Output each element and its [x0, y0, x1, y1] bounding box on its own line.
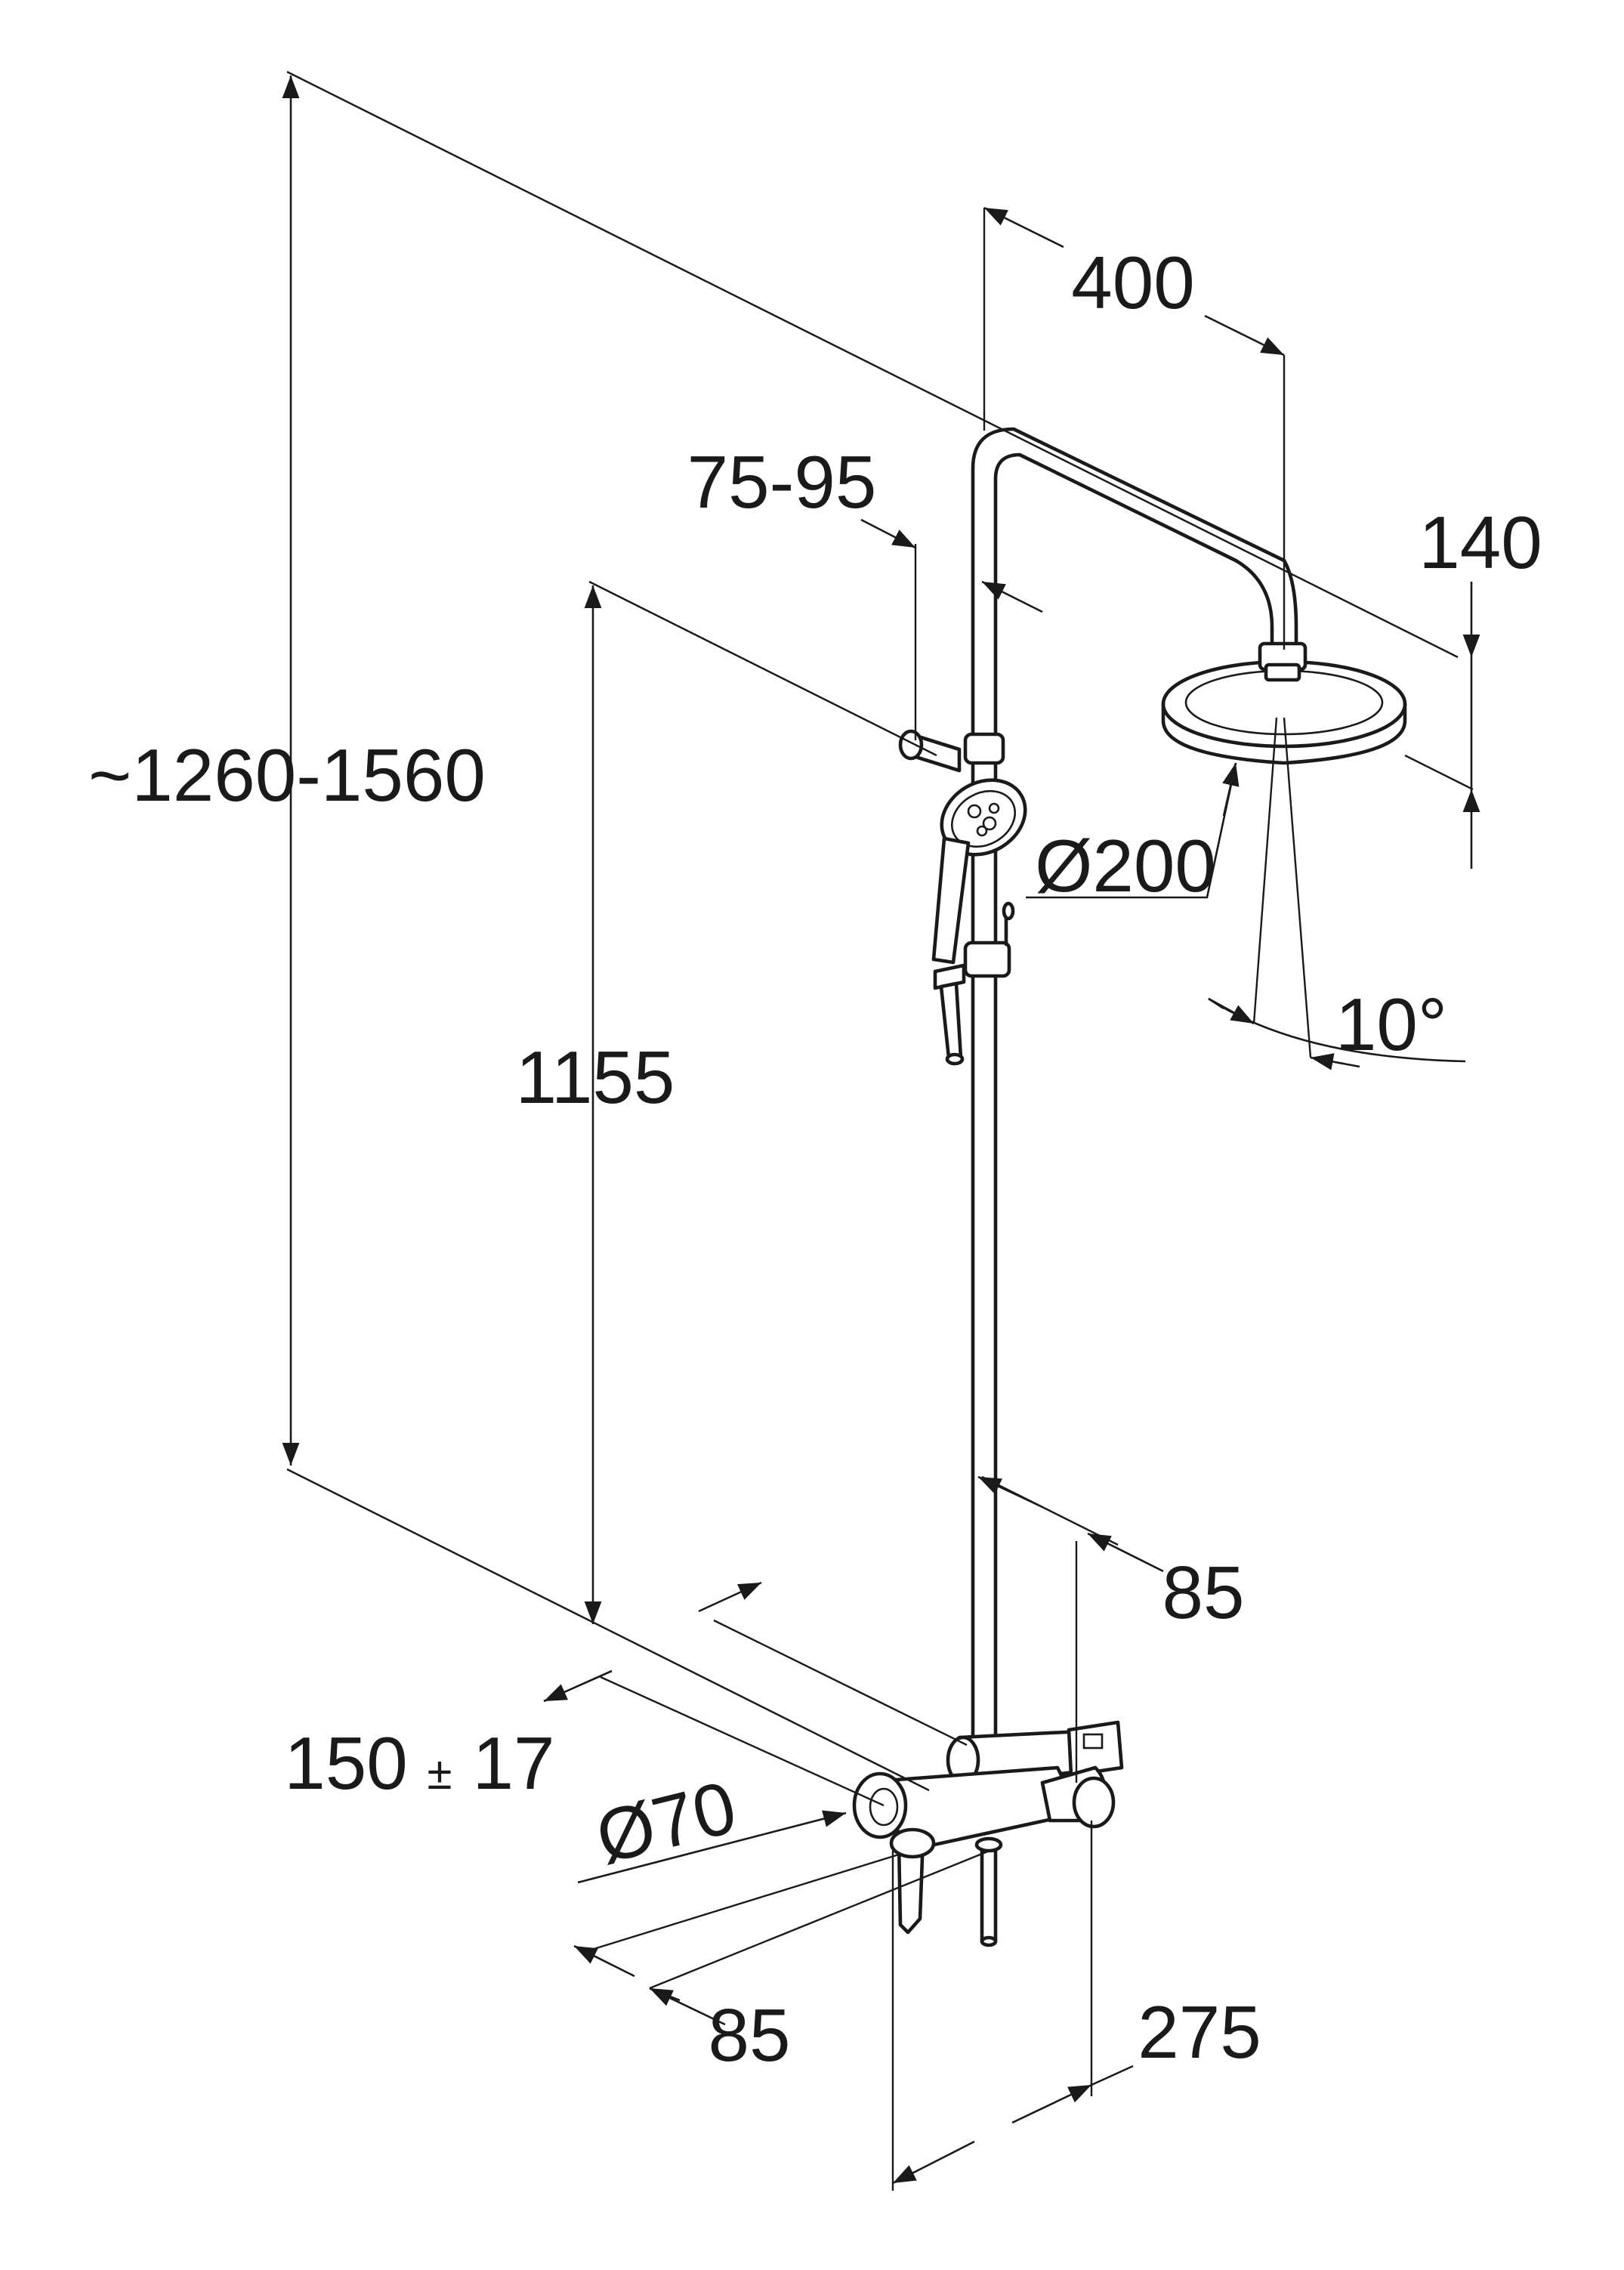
inlet-spacing-value: 150 [284, 1722, 408, 1805]
dimension-mixer-width: 275 [891, 1821, 1261, 2191]
head-height-label: 140 [1419, 501, 1542, 584]
tilt-angle-label: 10° [1335, 983, 1447, 1066]
rail-height-label: 1155 [516, 1036, 675, 1119]
dimension-head-diameter: Ø200 [1026, 762, 1240, 907]
dimension-mixer-depth: 85 [573, 1849, 990, 2077]
inlet-spacing-pm: ± [428, 1748, 452, 1799]
dimension-overall-height: ~1260-1560 [88, 70, 1459, 1792]
rail-distance-label: 75-95 [687, 440, 877, 523]
mixer-width-label: 275 [1138, 1990, 1261, 2074]
dimension-rail-height: 1155 [516, 580, 937, 1624]
arm-length-label: 400 [1071, 241, 1195, 324]
dimension-head-height: 140 [1404, 501, 1542, 869]
shower-column [963, 427, 1298, 1800]
mixer-depth-label: 85 [708, 1994, 790, 2077]
dimension-rosette-diameter: Ø70 [577, 1765, 847, 1884]
inlet-spacing-tolerance: 17 [472, 1722, 554, 1805]
rosette-diameter-label: Ø70 [588, 1765, 744, 1879]
hand-shower [931, 778, 1027, 965]
thermostatic-mixer [852, 1720, 1124, 1947]
dimension-tilt-angle: 10° [1208, 717, 1466, 1070]
dimension-wall-distance-rail: 85 [977, 1475, 1245, 1783]
dimension-inlet-spacing: 150 ± 17 [284, 1581, 968, 1807]
dimension-arm-length: 400 [983, 206, 1286, 650]
dimension-rail-distance: 75-95 [687, 440, 1043, 740]
head-diameter-label: Ø200 [1035, 824, 1216, 907]
wall-holder [898, 729, 962, 773]
hand-shower-holder-and-hose [933, 901, 1015, 1066]
shower-head [1161, 641, 1407, 765]
overall-height-label: ~1260-1560 [88, 734, 486, 817]
rail-wall-distance-label: 85 [1162, 1551, 1244, 1634]
